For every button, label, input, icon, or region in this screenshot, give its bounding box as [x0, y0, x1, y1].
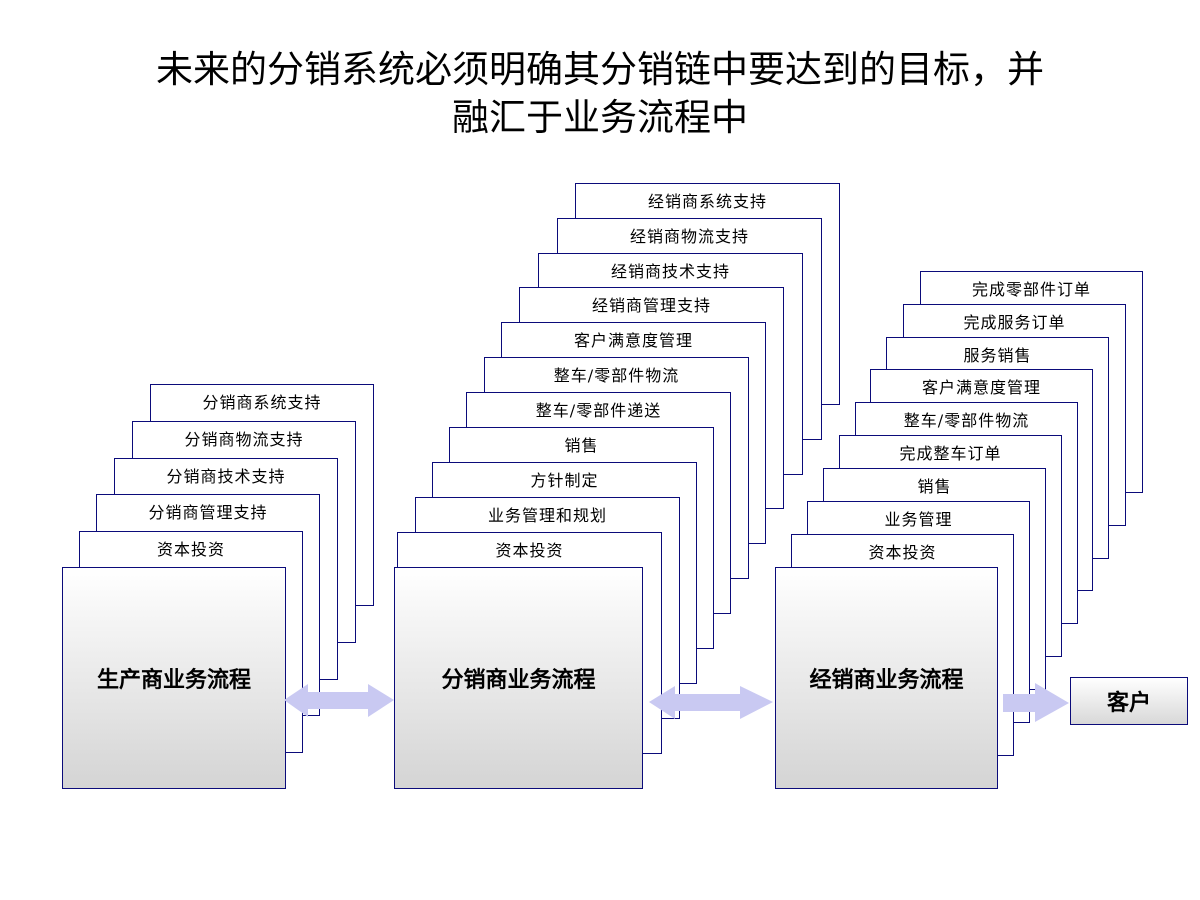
distributor-card-9-label: 方针制定 [530, 471, 599, 490]
dealer-card-3-label: 服务销售 [963, 346, 1032, 365]
double-arrow-producer-distributor [284, 684, 394, 717]
arrow-dealer-customer [1003, 683, 1069, 722]
producer-card-2-label: 分销商物流支持 [184, 430, 304, 449]
producer-card-1-label: 分销商系统支持 [202, 393, 322, 412]
distributor-card-10-label: 业务管理和规划 [487, 506, 607, 525]
distributor-process-label: 分销商业务流程 [441, 668, 596, 693]
distributor-card-8-label: 销售 [564, 436, 599, 455]
distributor-card-2-label: 经销商物流支持 [629, 227, 749, 246]
distributor-card-1-label: 经销商系统支持 [647, 192, 767, 211]
distributor-card-5-label: 客户满意度管理 [573, 331, 693, 350]
dealer-card-1-label: 完成零部件订单 [971, 280, 1091, 299]
dealer-card-5-label: 整车/零部件物流 [903, 411, 1030, 430]
dealer-process-label: 经销商业务流程 [809, 668, 964, 693]
distributor-process-box: 分销商业务流程 [394, 567, 643, 789]
dealer-process-box: 经销商业务流程 [775, 567, 998, 789]
dealer-card-8-label: 业务管理 [884, 510, 953, 529]
dealer-card-4-label: 客户满意度管理 [921, 378, 1041, 397]
double-arrow-distributor-dealer [649, 686, 773, 719]
producer-process-label: 生产商业务流程 [96, 668, 251, 693]
title-line-2: 融汇于业务流程中 [452, 96, 748, 139]
producer-card-5-label: 资本投资 [156, 540, 225, 559]
page-title: 未来的分销系统必须明确其分销链中要达到的目标，并 融汇于业务流程中 [0, 46, 1200, 142]
dealer-card-6-label: 完成整车订单 [899, 444, 1002, 463]
dealer-card-9-label: 资本投资 [868, 543, 937, 562]
title-line-1: 未来的分销系统必须明确其分销链中要达到的目标，并 [156, 48, 1044, 91]
dealer-card-7-label: 销售 [917, 477, 952, 496]
distributor-card-3-label: 经销商技术支持 [610, 262, 730, 281]
distributor-card-7-label: 整车/零部件递送 [535, 401, 662, 420]
distributor-card-6-label: 整车/零部件物流 [553, 366, 680, 385]
distributor-card-4-label: 经销商管理支持 [591, 296, 711, 315]
dealer-card-2-label: 完成服务订单 [963, 313, 1066, 332]
customer-label: 客户 [1106, 691, 1151, 716]
producer-card-4-label: 分销商管理支持 [148, 503, 268, 522]
producer-process-box: 生产商业务流程 [62, 567, 286, 789]
producer-card-3-label: 分销商技术支持 [166, 467, 286, 486]
distributor-card-11-label: 资本投资 [495, 541, 564, 560]
customer-box: 客户 [1070, 677, 1188, 725]
